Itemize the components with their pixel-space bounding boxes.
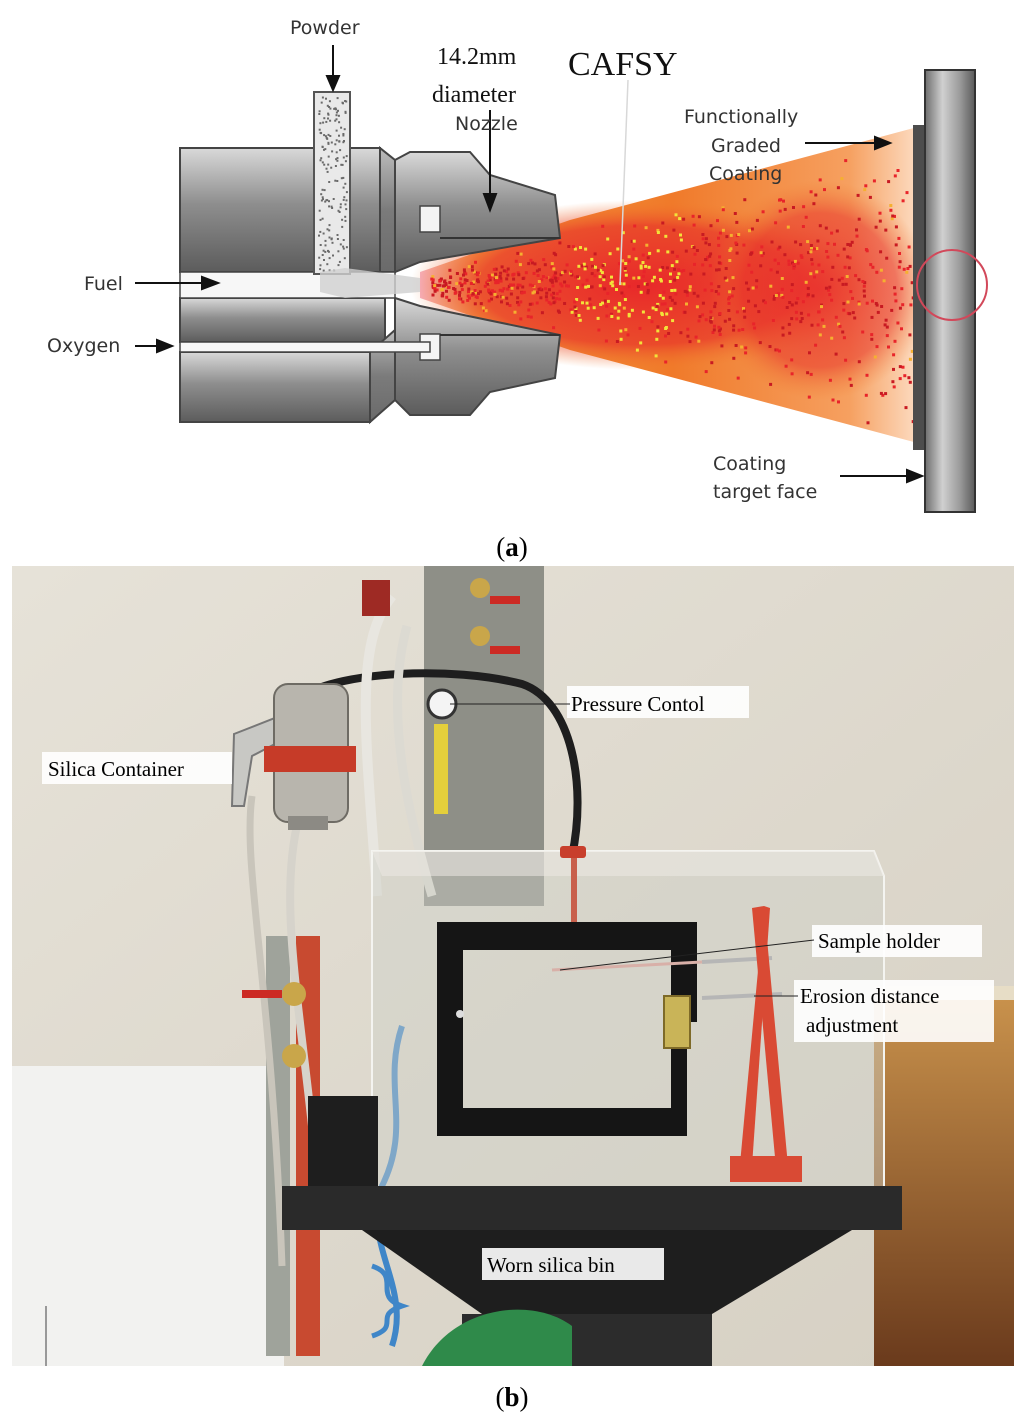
caption-b: (b)	[495, 1382, 529, 1412]
wood-cabinet	[874, 996, 1014, 1366]
target-plate	[924, 69, 976, 513]
caption-a: (a)	[496, 532, 528, 562]
label-fgc-line3: Coating	[709, 163, 782, 185]
impact-circle	[916, 249, 988, 321]
label-nozzle: Nozzle	[455, 113, 518, 135]
red-a-frame	[730, 906, 802, 1182]
hinge	[663, 995, 691, 1049]
bench-frame	[282, 1186, 902, 1230]
white-door	[12, 1066, 284, 1366]
label-erosion-line2: adjustment	[806, 1013, 898, 1037]
powder-particles	[318, 96, 348, 272]
black-air-hose	[299, 669, 582, 857]
label-cafsy: CAFSY	[568, 46, 678, 83]
label-worn-silica-bin: Worn silica bin	[487, 1253, 615, 1277]
label-diameter-line1: 14.2mm	[437, 44, 517, 70]
caption-a-letter: a	[505, 532, 519, 562]
label-fgc-line2: Graded	[711, 135, 781, 157]
label-fgc-line1: Functionally	[684, 106, 798, 128]
oxygen-channel	[179, 341, 431, 353]
label-oxygen: Oxygen	[47, 335, 120, 357]
label-sample-holder: Sample holder	[818, 929, 940, 953]
erosion-rig-photo: Pressure Contol Silica Container Sample …	[12, 566, 1014, 1366]
label-powder: Powder	[290, 17, 360, 39]
label-target-line1: Coating	[713, 453, 786, 475]
label-silica-container: Silica Container	[48, 757, 184, 781]
label-pressure-control: Pressure Contol	[571, 692, 705, 716]
label-erosion-line1: Erosion distance	[800, 984, 939, 1008]
caption-b-letter: b	[504, 1382, 520, 1412]
nozzle-assembly	[394, 151, 562, 416]
spray-gun-diagram: Powder 14.2mm diameter Nozzle CAFSY Func…	[47, 17, 988, 513]
spray-particles	[430, 159, 923, 425]
coating-layer	[913, 125, 925, 450]
label-diameter-line2: diameter	[432, 82, 516, 108]
label-fuel: Fuel	[84, 273, 123, 295]
label-target-line2: target face	[713, 481, 817, 503]
sample-frame	[437, 922, 697, 1136]
